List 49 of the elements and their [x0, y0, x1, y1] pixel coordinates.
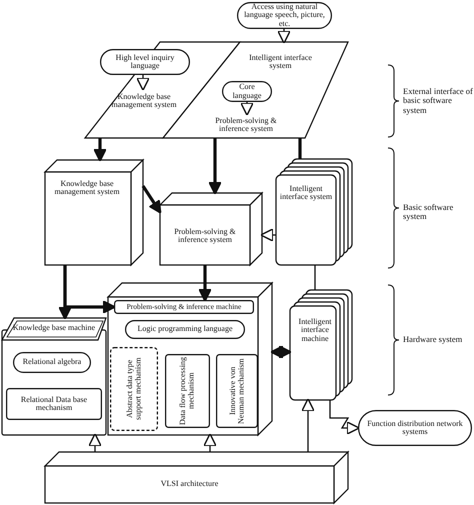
arrow [240, 102, 254, 116]
arrow [136, 75, 150, 91]
rounded-box [237, 2, 332, 29]
layer-label: External interface of basic software system [403, 87, 473, 116]
rounded-box [100, 49, 190, 75]
node-label: Relational Data base mechanism [20, 396, 88, 412]
node-label: Intelligent interface system [248, 54, 313, 71]
arrow [208, 138, 222, 195]
arrow [260, 228, 276, 242]
stacked-boards [276, 159, 352, 265]
node-label: Core language [232, 83, 262, 100]
arrow [142, 185, 162, 214]
node-label: Data flow processing mechanism [179, 356, 196, 426]
arrow [329, 400, 360, 435]
layer-label: Basic software system [403, 203, 454, 222]
node-label: Abstract data type support mechanism [126, 356, 142, 422]
node-label: Problem-solving & inference system [214, 116, 278, 134]
rounded-box [222, 81, 272, 102]
module-box [165, 354, 210, 428]
arrow [301, 398, 315, 452]
connector-line [298, 138, 302, 159]
node-label: Relational algebra [22, 358, 82, 367]
arrow [198, 265, 212, 302]
node-label: Intelligent interface system [278, 185, 334, 202]
node-label: Knowledge base management system [110, 92, 178, 110]
node-label: Logic programming language [137, 325, 233, 334]
node-label: Knowledge base machine [12, 324, 96, 332]
arrow [277, 29, 291, 44]
arrow [203, 433, 217, 452]
arrow [93, 138, 107, 162]
rounded-box [125, 320, 245, 339]
module-box [216, 354, 258, 428]
node-label: High level inquiry language [114, 54, 176, 70]
machine-block [2, 318, 106, 435]
arrow [270, 345, 292, 359]
node-label: Intelligent interface machine [298, 318, 332, 344]
module-box [6, 388, 102, 420]
slab [114, 300, 254, 314]
rounded-box [358, 410, 472, 446]
arrow [88, 433, 102, 452]
stacked-boards [290, 290, 352, 400]
node-label: Innovative von Neuman mechanism [228, 357, 246, 426]
layer-label: Hardware system [403, 335, 464, 344]
connector-line [314, 265, 316, 290]
node-label: Function distribution network systems [366, 420, 464, 436]
rounded-box [13, 352, 91, 373]
arrow [58, 265, 72, 320]
node-label: Access using natural language speech, picture, etc. [243, 2, 326, 28]
dashed-module-box [110, 347, 158, 431]
